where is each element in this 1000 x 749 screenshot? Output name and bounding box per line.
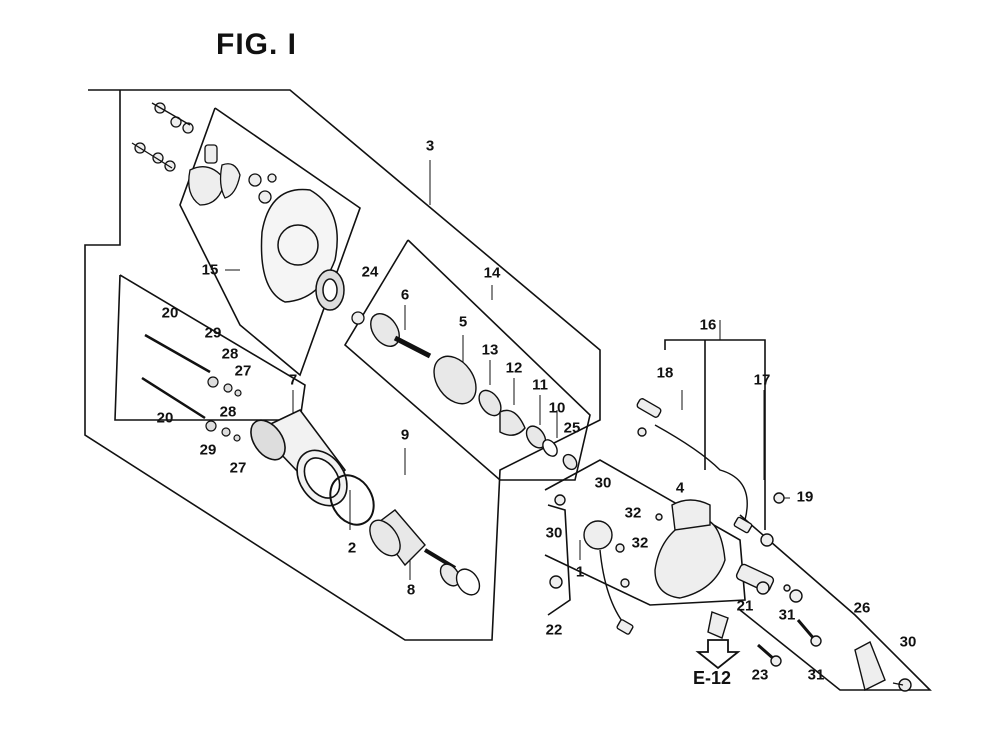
callout-11: 11 bbox=[532, 376, 548, 394]
callout-5: 5 bbox=[458, 313, 468, 331]
rear-bracket-group-boundary bbox=[179, 107, 361, 377]
clutch-parts bbox=[370, 313, 578, 471]
brush-holder-parts bbox=[131, 102, 365, 325]
callout-21: 21 bbox=[736, 597, 754, 615]
callout-31-upper: 31 bbox=[778, 606, 796, 624]
callout-25: 25 bbox=[563, 419, 581, 437]
callout-28-lower: 28 bbox=[219, 403, 237, 421]
figure-title: FIG. I bbox=[216, 28, 297, 61]
cable-assembly bbox=[636, 398, 785, 547]
armature bbox=[369, 509, 481, 596]
callout-1: 1 bbox=[575, 563, 585, 581]
mount-group-boundary bbox=[739, 514, 932, 691]
callout-24: 24 bbox=[361, 263, 379, 281]
starter-solenoid bbox=[549, 494, 726, 635]
callout-32-lower: 32 bbox=[631, 534, 649, 552]
callout-23: 23 bbox=[751, 666, 769, 684]
callout-27-upper: 27 bbox=[234, 362, 252, 380]
callout-2: 2 bbox=[347, 539, 357, 557]
callout-16: 16 bbox=[699, 316, 717, 334]
o-ring bbox=[329, 474, 375, 526]
reference-label: E-12 bbox=[693, 668, 732, 688]
callout-30-upper: 30 bbox=[594, 474, 612, 492]
callout-29-lower: 29 bbox=[199, 441, 217, 459]
callout-8: 8 bbox=[406, 581, 416, 599]
callout-30-left: 30 bbox=[545, 524, 563, 542]
callout-13: 13 bbox=[481, 341, 499, 359]
callout-29-upper: 29 bbox=[204, 324, 222, 342]
clutch-group-boundary bbox=[343, 239, 591, 481]
callout-20-lower: 20 bbox=[156, 409, 174, 427]
mount-hardware bbox=[707, 563, 912, 692]
washers-28-29 bbox=[205, 376, 242, 442]
callout-15: 15 bbox=[201, 261, 219, 279]
leader-lines bbox=[225, 160, 790, 580]
callout-30-right: 30 bbox=[899, 633, 917, 651]
callout-22: 22 bbox=[545, 621, 563, 639]
callout-18: 18 bbox=[656, 364, 674, 382]
callout-17: 17 bbox=[753, 371, 771, 389]
assembly-boundary bbox=[84, 89, 601, 641]
callout-9: 9 bbox=[400, 426, 410, 444]
callout-12: 12 bbox=[505, 359, 523, 377]
reference-arrow-icon bbox=[695, 639, 741, 670]
callout-14: 14 bbox=[483, 264, 501, 282]
through-bolts bbox=[141, 333, 211, 420]
nut-bracket bbox=[547, 504, 571, 616]
callout-32-upper: 32 bbox=[624, 504, 642, 522]
callout-20-upper: 20 bbox=[161, 304, 179, 322]
callout-19: 19 bbox=[796, 488, 814, 506]
callout-3: 3 bbox=[425, 137, 435, 155]
callout-4: 4 bbox=[675, 479, 685, 497]
cable-bracket bbox=[664, 339, 766, 530]
callout-31-lower: 31 bbox=[807, 666, 825, 684]
rear-bracket-cover bbox=[260, 188, 345, 311]
callout-10: 10 bbox=[548, 399, 566, 417]
callout-28-upper: 28 bbox=[221, 345, 239, 363]
callout-7: 7 bbox=[288, 371, 298, 389]
callout-27-lower: 27 bbox=[229, 459, 247, 477]
callout-6: 6 bbox=[400, 286, 410, 304]
callout-26: 26 bbox=[853, 599, 871, 617]
yoke-housing bbox=[250, 408, 348, 507]
